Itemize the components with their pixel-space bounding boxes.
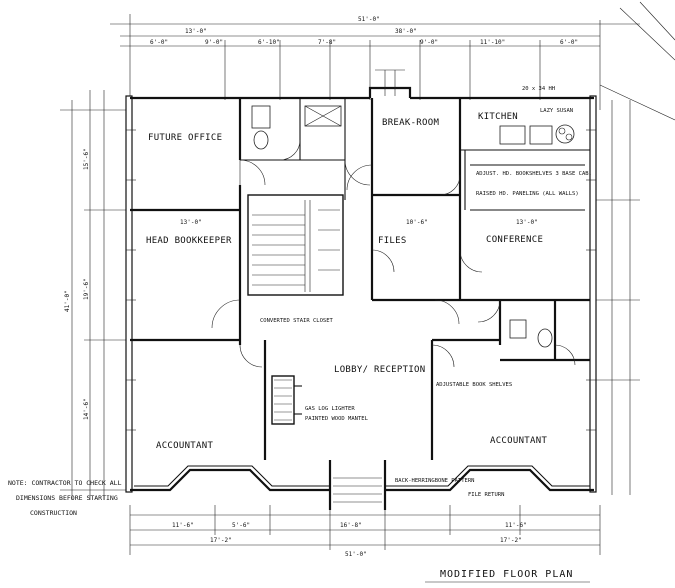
room-head-bookkeeper: HEAD BOOKKEEPER	[146, 236, 232, 246]
room-conference: CONFERENCE	[486, 235, 543, 245]
fireplace	[271, 375, 302, 425]
entry-steps	[333, 69, 405, 503]
staircase	[252, 200, 340, 292]
dim-seg-a: 6'-0"	[150, 39, 168, 46]
note-stair-closet: CONVERTED STAIR CLOSET	[260, 318, 334, 324]
dim-second-top: 38'-0"	[395, 28, 417, 35]
dim-seg-e: 9'-0"	[420, 39, 438, 46]
drawing-title: MODIFIED FLOOR PLAN	[440, 569, 573, 580]
room-lobby-reception: LOBBY/ RECEPTION	[334, 365, 426, 375]
dim-left-total: 41'-0"	[64, 290, 71, 312]
dim-head-bk-width: 13'-0"	[180, 219, 202, 226]
room-accountant-right: ACCOUNTANT	[490, 436, 547, 446]
bottom-dimension-lines	[129, 505, 601, 555]
dim-bottom-total: 51'-0"	[345, 551, 367, 558]
note-mantel: PAINTED WOOD MANTEL	[305, 416, 369, 422]
top-dimension-lines	[110, 1, 675, 110]
room-files: FILES	[378, 236, 407, 246]
right-dimension-lines	[595, 84, 675, 495]
note-paneling: RAISED HD. PANELING (ALL WALLS)	[476, 191, 579, 197]
dim-files-width: 10'-6"	[406, 219, 428, 226]
dim-seg-d: 7'-8"	[318, 39, 336, 46]
note-shelves: ADJUSTABLE BOOK SHELVES	[436, 382, 512, 388]
exterior-walls	[125, 86, 597, 493]
door-swings	[211, 139, 576, 368]
note-line-2: DIMENSIONS BEFORE STARTING	[16, 494, 118, 502]
room-accountant-left: ACCOUNTANT	[156, 441, 213, 451]
dim-left-b: 19'-6"	[83, 278, 90, 300]
dim-bottom-a: 11'-6"	[172, 522, 194, 529]
note-lazy-susan: LAZY SUSAN	[540, 108, 573, 114]
room-future-office: FUTURE OFFICE	[148, 133, 222, 143]
note-herringbone: BACK-HERRINGBONE PATTERN	[395, 478, 474, 484]
dim-kitchen: 20 x 34 HH	[522, 86, 555, 92]
room-break-room: BREAK-ROOM	[382, 118, 439, 128]
dim-bottom-c: 16'-8"	[340, 522, 362, 529]
kitchen-fixtures	[499, 124, 575, 145]
dim-seg-b: 9'-0"	[205, 39, 223, 46]
left-dimension-lines	[60, 90, 130, 500]
note-gas-log: GAS LOG LIGHTER	[305, 406, 355, 412]
dim-seg-g: 6'-0"	[560, 39, 578, 46]
room-kitchen: KITCHEN	[478, 112, 518, 122]
dim-bottom-f: 17'-2"	[500, 537, 522, 544]
dim-overall-top: 51'-0"	[358, 16, 380, 23]
bathroom-fixtures	[251, 105, 553, 348]
note-file-return: FILE RETURN	[468, 492, 504, 498]
note-line-1: NOTE: CONTRACTOR TO CHECK ALL	[8, 479, 122, 487]
dim-left-c: 14'-6"	[83, 398, 90, 420]
dim-conf-width: 13'-0"	[516, 219, 538, 226]
dim-left-a: 15'-6"	[83, 148, 90, 170]
dim-bottom-d: 11'-6"	[505, 522, 527, 529]
dim-bottom-e: 17'-2"	[210, 537, 232, 544]
interior-walls	[130, 98, 590, 510]
dim-seg-f: 11'-10"	[480, 39, 505, 46]
note-kitchen-shelves: ADJUST. HD. BOOKSHELVES 3 BASE CAB.	[476, 171, 592, 177]
dim-top-left: 13'-0"	[185, 28, 207, 35]
note-line-3: CONSTRUCTION	[30, 509, 77, 517]
dim-bottom-b: 5'-6"	[232, 522, 250, 529]
dim-seg-c: 6'-10"	[258, 39, 280, 46]
